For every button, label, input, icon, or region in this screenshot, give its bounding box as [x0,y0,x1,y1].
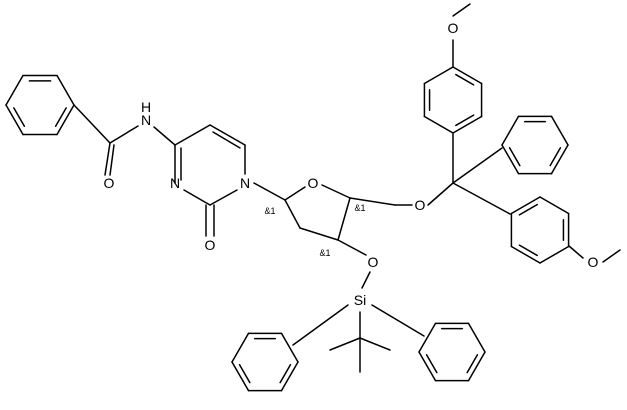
stereo-label-layer: &1&1&1 [264,203,365,258]
glycosidic-bond [253,182,286,201]
tbdps-left-ring-double-bond [279,364,292,384]
amide-carbonyl-bond [104,142,111,176]
cytosine-double-bond [212,131,241,149]
tbdps-left-ring-double-bond [238,364,251,384]
atom-label-o-2keto: O [205,237,216,253]
anisyl-top-ring-bond [423,66,454,85]
anisyl-right-ring-double-bond [518,244,538,257]
anisyl-right-ring-bond [510,196,541,215]
tbdps-right-ring-bond [418,351,437,382]
atom-label-o-methoxy-top: O [448,20,459,36]
amide-bond [153,126,176,146]
amide-carbonyl-double-bond [109,144,115,176]
benzoyl-ring-double-bond [13,107,26,127]
cytosine-bond [183,189,211,206]
sugar-bond [321,184,351,199]
anisyl-right-ring-double-bond [518,203,538,216]
si-phenyl-bond [371,304,425,337]
tbdps-left-ring-bond [231,332,250,363]
o3-bond [337,239,367,256]
methoxy-methyl-bond [602,249,621,263]
dmt-phenyl-ring-bond [550,144,569,175]
tbdps-right-ring-bond [467,351,486,382]
si-o-bond [361,271,371,289]
tbu-bond [359,337,391,351]
anisyl-right-ring-bond [510,245,541,264]
tbdps-left-ring-bond [231,361,250,392]
cytosine-bond [174,124,211,146]
stereo-label-2: &1 [354,203,365,213]
tbdps-right-ring-double-bond [425,354,438,374]
stereo-label-1: &1 [319,248,330,258]
sugar-bond [284,199,301,229]
benzoyl-ring-bond [56,104,75,136]
si-phenyl-bond [292,304,349,346]
atom-label-o-5prime: O [415,197,426,213]
benzoyl-ring-bond [5,74,24,106]
atom-label-h-amide: H [141,99,151,115]
benzoyl-ring-bond [56,74,75,106]
atom-label-o-ring: O [308,175,319,191]
tbu-bond [329,337,361,351]
trityl-bond [452,182,511,215]
sugar-bond [337,197,351,241]
bond-layer [5,3,621,392]
trityl-o-bond [427,182,454,206]
sugar-bond [299,227,339,241]
dmt-phenyl-ring-bond [550,115,569,146]
anisyl-top-ring-bond [452,66,483,85]
cytosine-bond [209,124,246,146]
atom-label-o-3prime: O [368,254,379,270]
benzoyl-ring-bond [5,104,24,136]
dmt-phenyl-ring-bond [501,115,520,146]
tbdps-right-ring-bond [418,322,437,353]
tbdps-right-ring-bond [467,322,486,353]
anisyl-top-ring-double-bond [455,114,475,127]
tbdps-left-ring-bond [280,332,299,363]
atom-label-o-methoxy-right: O [588,254,599,270]
stereo-label-0: &1 [264,206,275,216]
atom-label-n3: N [170,175,180,191]
atom-label-n1: N [240,175,250,191]
methoxy-methyl-bond [452,3,471,17]
c5-bond [349,197,396,206]
benzoyl-link-bond [73,104,111,144]
dmt-phenyl-ring-double-bond [549,147,562,167]
anisyl-right-ring-bond [539,196,570,215]
cytosine-bond [209,189,238,206]
atom-label-n-amide: N [141,112,151,128]
benzoyl-ring-double-bond [54,107,67,127]
amide-bond [109,125,139,144]
tbdps-left-ring-bond [280,361,299,392]
dmt-phenyl-ring-double-bond [508,147,521,167]
dmt-phenyl-ring-bond [501,144,520,175]
sugar-bond [284,186,306,201]
tbdps-right-ring-double-bond [466,354,479,374]
atom-label-si: Si [354,292,366,308]
methoxy-bond [568,245,584,259]
anisyl-top-ring-bond [423,115,454,134]
anisyl-top-ring-bond [452,115,483,134]
atom-label-o-amide: O [104,175,115,191]
anisyl-top-ring-double-bond [455,73,475,86]
trityl-bond [452,147,503,184]
anisyl-right-ring-bond [539,245,570,264]
